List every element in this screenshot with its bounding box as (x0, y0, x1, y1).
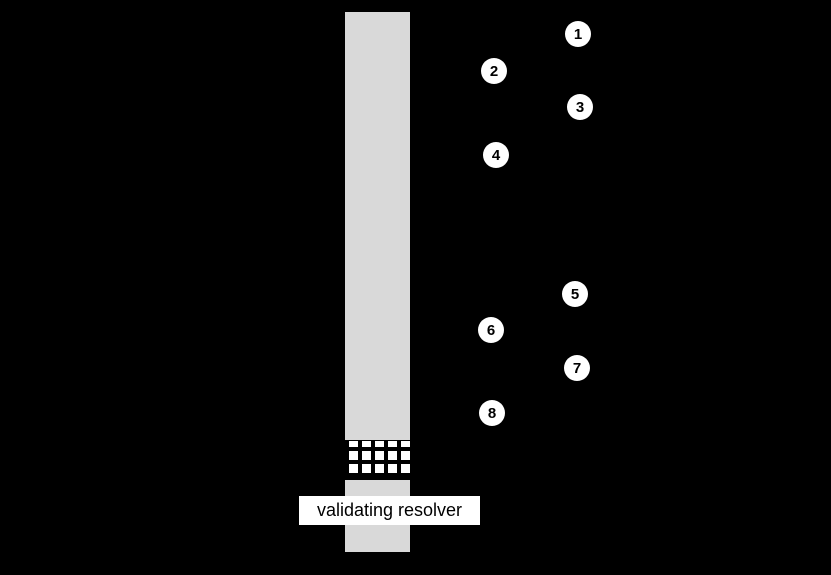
step-marker-2: 2 (481, 58, 507, 84)
step-marker-7: 7 (564, 355, 590, 381)
step-marker-3: 3 (567, 94, 593, 120)
step-marker-8: 8 (479, 400, 505, 426)
step-marker-4: 4 (483, 142, 509, 168)
resolver-grid-pattern (345, 440, 410, 480)
step-marker-1: 1 (565, 21, 591, 47)
validating-resolver-label: validating resolver (299, 496, 480, 525)
step-marker-6: 6 (478, 317, 504, 343)
step-marker-5: 5 (562, 281, 588, 307)
